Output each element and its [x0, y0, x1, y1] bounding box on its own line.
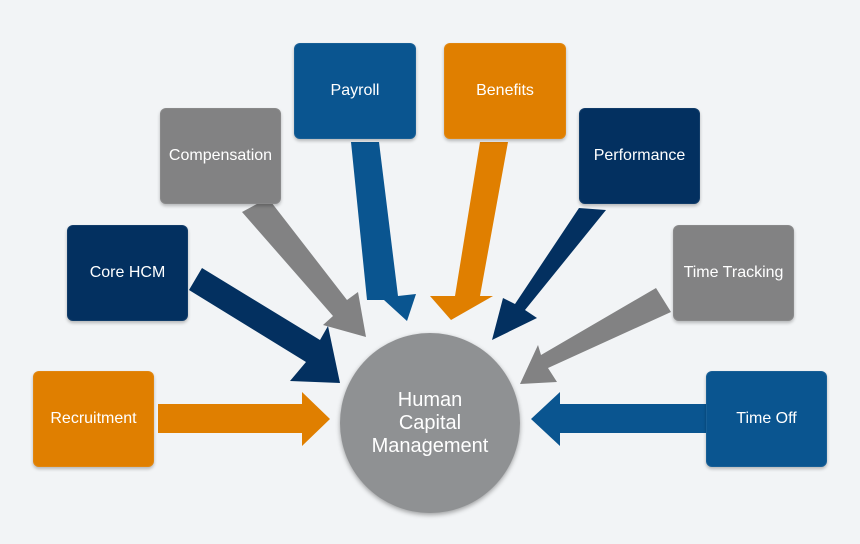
time-off-label: Time Off: [736, 410, 797, 428]
time-tracking-box: Time Tracking: [673, 225, 794, 321]
compensation-arrow: [242, 198, 366, 337]
time-off-box: Time Off: [706, 371, 827, 467]
recruitment-arrow: [158, 392, 330, 446]
compensation-label: Compensation: [168, 147, 273, 165]
hub-title-line-3: Management: [371, 434, 489, 457]
benefits-box: Benefits: [444, 43, 566, 139]
performance-label: Performance: [593, 147, 686, 165]
payroll-box: Payroll: [294, 43, 416, 139]
recruitment-label: Recruitment: [50, 410, 137, 428]
benefits-arrow: [430, 142, 508, 320]
payroll-label: Payroll: [330, 82, 380, 100]
core-hcm-box: Core HCM: [67, 225, 188, 321]
hub-circle: Human Capital Management: [340, 333, 520, 513]
time-off-arrow: [531, 392, 706, 446]
core-hcm-label: Core HCM: [89, 264, 166, 282]
recruitment-box: Recruitment: [33, 371, 154, 467]
compensation-box: Compensation: [160, 108, 281, 204]
performance-arrow: [492, 208, 606, 340]
payroll-arrow: [351, 142, 416, 321]
time-tracking-label: Time Tracking: [683, 264, 784, 282]
benefits-label: Benefits: [476, 82, 534, 100]
performance-box: Performance: [579, 108, 700, 204]
core-hcm-arrow: [189, 268, 340, 383]
hub-title-line-2: Capital: [398, 411, 462, 434]
time-tracking-arrow: [520, 288, 671, 384]
hub-title-line-1: Human: [397, 388, 463, 411]
